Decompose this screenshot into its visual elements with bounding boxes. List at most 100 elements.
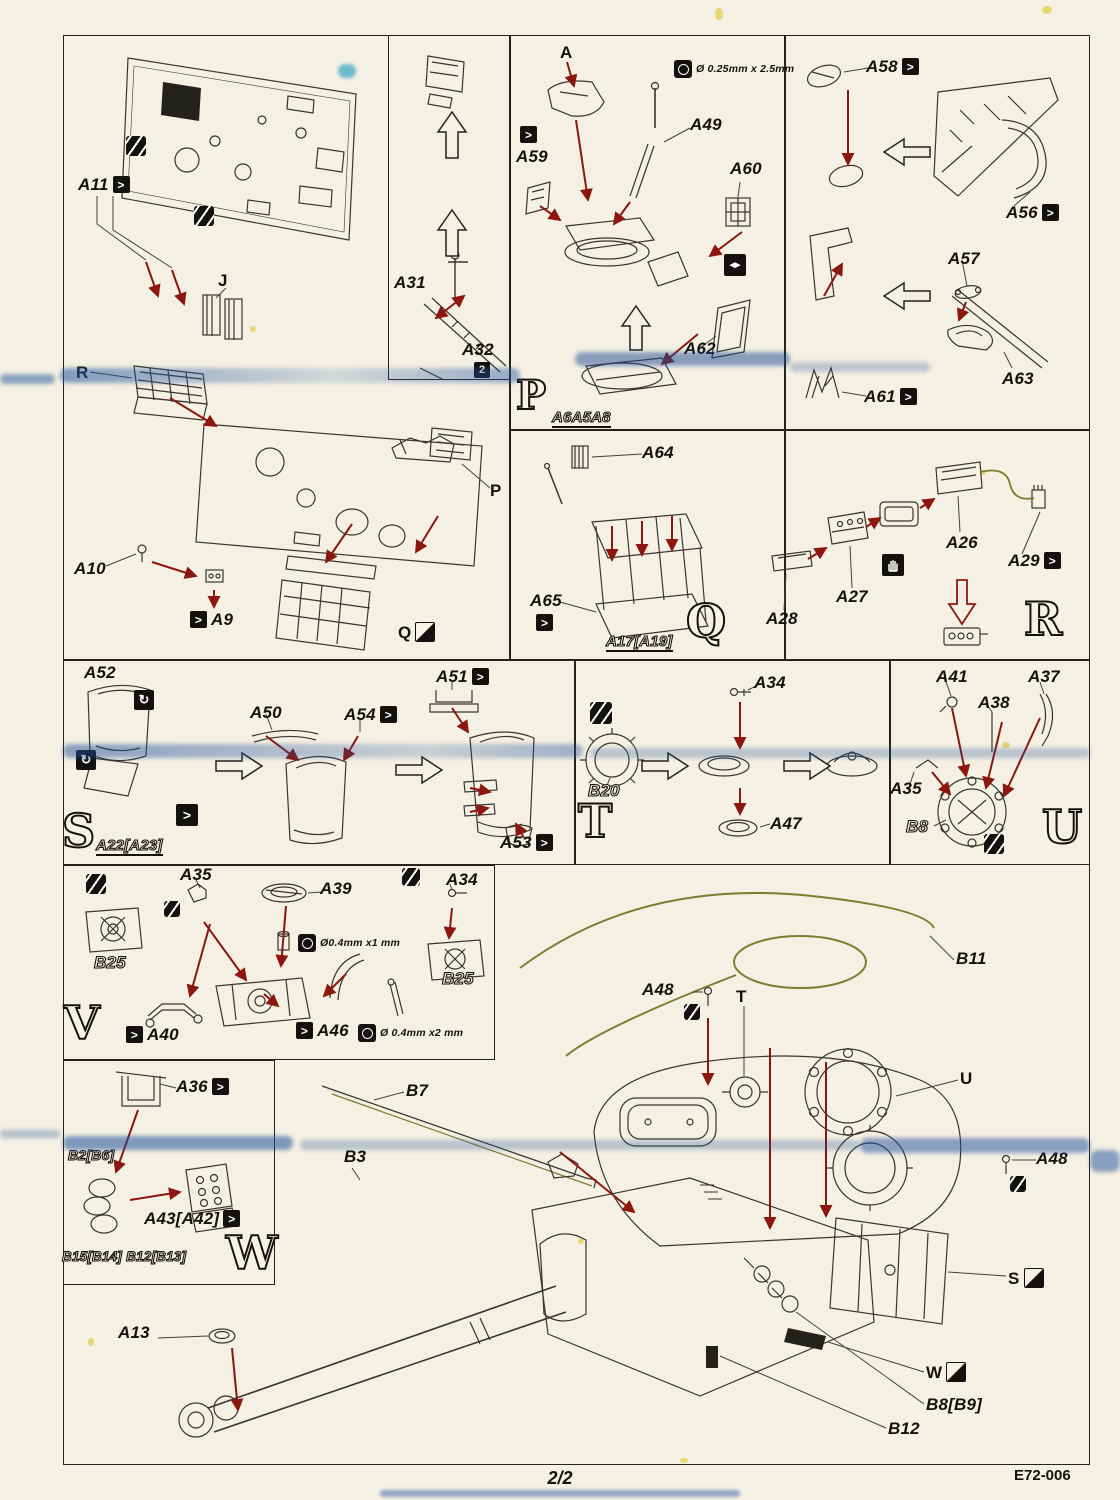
label-a34-v: A34 [446, 870, 478, 889]
t-drawing [580, 687, 878, 837]
v-drawing [85, 883, 485, 1028]
label-s-main: S [1008, 1268, 1044, 1288]
rod-diameter-icon [358, 1024, 376, 1042]
section-letter-p: P [515, 372, 548, 419]
label-a9: > A9 [190, 611, 233, 628]
label-b20: B20 [587, 781, 620, 800]
p-hollow-arrow [620, 304, 652, 351]
label-a35-v: A35 [180, 865, 212, 884]
orientation-split-icon [946, 1362, 967, 1382]
section-letter-t: T [577, 794, 614, 848]
a31-hollow-arrows [436, 110, 468, 257]
cement-icon [1010, 1176, 1026, 1192]
chevron-icon: > [901, 58, 919, 75]
v-leader-lines [195, 879, 453, 894]
chevron-icon: > [223, 1210, 241, 1227]
label-u-main: U [960, 1069, 973, 1088]
deck-plate-drawing [121, 57, 483, 651]
label-a48-right: A48 [1036, 1149, 1068, 1168]
measurement-04x1: Ø0.4mm x1 mm [298, 934, 400, 952]
main-red-arrows [230, 1018, 833, 1412]
label-a37: A37 [1028, 667, 1060, 686]
parts-note-s: A22[A23] [95, 837, 163, 856]
q-leader-lines [559, 453, 643, 613]
label-w-main: W [926, 1362, 967, 1382]
paper-speck [1002, 742, 1010, 748]
label-a43a42-text: A43[A42] [144, 1209, 220, 1228]
label-b8b9: B8[B9] [926, 1395, 982, 1414]
r-cable [979, 469, 1035, 500]
paper-speck [578, 1238, 584, 1244]
section-letter-q: Q [685, 594, 728, 648]
paper-speck [980, 470, 986, 475]
label-a29: A29 > [1008, 552, 1061, 569]
chevron-icon: > [126, 1026, 143, 1043]
a31-drawing [419, 55, 507, 381]
u-red-arrows [931, 707, 1041, 798]
label-a-sprue: A [560, 43, 573, 62]
chevron-icon: > [296, 1022, 313, 1039]
label-a54: A54 > [344, 706, 397, 723]
q-drawing [543, 445, 709, 639]
measurement-04x2: Ø 0.4mm x2 mm [358, 1024, 463, 1042]
chevron-icon: > [211, 1078, 229, 1095]
measurement-04x2-text: Ø 0.4mm x2 mm [380, 1026, 464, 1039]
label-t-main: T [736, 987, 747, 1006]
label-a43a42: A43[A42] > [144, 1209, 241, 1228]
label-b3: B3 [344, 1147, 367, 1166]
p-leader-lines [663, 127, 741, 349]
topright-leader-lines [841, 67, 1031, 397]
section-letter-w: W [225, 1226, 279, 1280]
paper-speck [88, 1338, 94, 1346]
r-leader-lines [783, 495, 1041, 611]
hand-press-icon [882, 554, 904, 576]
paper-speck [1042, 6, 1052, 14]
label-a40: > A40 [126, 1026, 179, 1043]
label-a36: A36 > [176, 1078, 229, 1095]
p-red-arrows [539, 61, 743, 366]
rod-diameter-icon [674, 60, 692, 78]
label-j: J [218, 271, 228, 290]
section-letter-s: S [61, 804, 97, 858]
chevron-icon: > [379, 706, 397, 723]
label-a58-text: A58 [866, 57, 898, 76]
topright-hollow-arrows [882, 137, 931, 311]
topright-drawing [805, 64, 1059, 399]
label-a56-text: A56 [1006, 203, 1038, 222]
turret-drawing [178, 986, 1011, 1438]
label-a36-text: A36 [176, 1077, 208, 1096]
section-letter-v: V [63, 996, 101, 1050]
label-a53-text: A53 [500, 833, 532, 852]
chevron-icon: > [899, 388, 917, 405]
label-a10: A10 [74, 559, 106, 578]
label-b7: B7 [406, 1081, 429, 1100]
rotate-part-icon: ↻ [134, 690, 154, 710]
label-q-deck: Q [398, 622, 436, 642]
label-a51: A51 > [436, 668, 489, 685]
cement-icon [194, 206, 214, 226]
chevron-icon: > [535, 834, 553, 851]
page-number: 2/2 [547, 1468, 573, 1488]
a31-double-arrow [434, 294, 466, 320]
label-a38: A38 [978, 693, 1010, 712]
chevron-icon: > [471, 668, 489, 685]
measurement-025mm-text: Ø 0.25mm x 2.5mm [696, 62, 795, 75]
s-red-arrows [265, 707, 528, 839]
label-a56: A56 > [1006, 204, 1059, 221]
chevron-icon: > [112, 176, 130, 193]
label-a11-text: A11 [78, 175, 109, 194]
chevron-icon: > [1041, 204, 1059, 221]
parts-note-p: A6A5A8 [551, 409, 611, 428]
label-a31: A31 [394, 273, 426, 292]
label-a32: A32 [462, 340, 494, 359]
t-leader-lines [605, 683, 771, 828]
label-b2b6: B2[B6] [67, 1147, 115, 1163]
cement-icon [684, 1004, 700, 1020]
cement-icon [984, 834, 1004, 854]
paper-speck [715, 8, 723, 20]
parts-note-q: A17[A19] [605, 633, 673, 652]
u-leader-lines [907, 681, 1045, 827]
label-a29-text: A29 [1008, 551, 1040, 570]
cement-icon [126, 136, 146, 156]
